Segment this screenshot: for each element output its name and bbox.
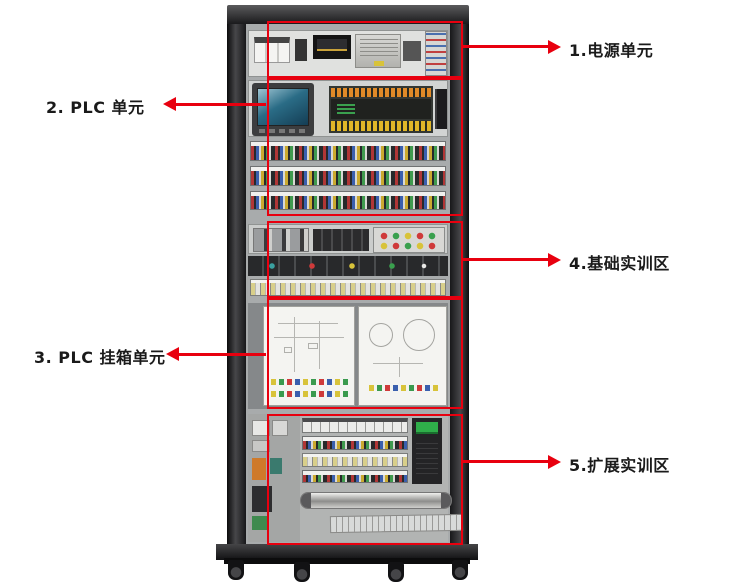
panel-button-row bbox=[271, 379, 349, 385]
relay-module bbox=[252, 440, 270, 452]
panel-button-row bbox=[369, 385, 439, 391]
plc-terminals-bottom bbox=[331, 121, 431, 131]
inverter-drive bbox=[412, 418, 442, 484]
experiment-panel-left bbox=[263, 306, 355, 406]
cabinet-left-rail bbox=[227, 24, 246, 544]
contactor-row-panel bbox=[248, 224, 448, 254]
relay-module bbox=[252, 420, 270, 436]
terminal-strip-ext-3 bbox=[302, 470, 408, 483]
cabinet-top-cap bbox=[227, 5, 469, 24]
plc-row-panel bbox=[248, 80, 448, 137]
hmi-screen bbox=[257, 88, 309, 126]
callout-plc-arrow-line bbox=[176, 103, 266, 106]
callout-hangbox-arrowhead bbox=[166, 347, 179, 361]
cylinder-cap-right bbox=[441, 493, 451, 508]
dial-diagram-large bbox=[403, 319, 435, 351]
io-module-row bbox=[302, 418, 408, 433]
callout-extended-arrowhead bbox=[548, 455, 561, 469]
schematic-line bbox=[278, 323, 338, 324]
hmi-buttons bbox=[259, 129, 307, 133]
schematic-symbol bbox=[308, 343, 318, 349]
network-switch bbox=[435, 89, 447, 129]
callout-label-basic: 4.基础实训区 bbox=[569, 254, 670, 273]
circuit-breakers bbox=[254, 37, 290, 63]
terminal-strip-row-2 bbox=[250, 166, 446, 186]
orange-module bbox=[252, 458, 266, 480]
plc-cpu-face bbox=[331, 99, 431, 119]
region-outline-plc bbox=[267, 78, 463, 216]
pushbutton-row bbox=[248, 256, 448, 276]
psu-vents bbox=[360, 39, 398, 59]
caster-wheel bbox=[452, 560, 468, 580]
region-outline-power bbox=[267, 21, 463, 78]
schematic-line bbox=[373, 363, 423, 364]
schematic-symbol bbox=[284, 347, 292, 353]
terminal-strip-row-4 bbox=[250, 279, 446, 296]
callout-basic-arrow-line bbox=[463, 258, 548, 261]
callout-label-extended: 5.扩展实训区 bbox=[569, 456, 670, 475]
callout-plc-arrowhead bbox=[163, 97, 176, 111]
drive-display bbox=[416, 422, 438, 434]
cabinet-base bbox=[216, 544, 478, 560]
hangbox-bay bbox=[248, 303, 448, 409]
contactors bbox=[253, 228, 309, 252]
aux-module bbox=[403, 41, 421, 61]
callout-power-arrow-line bbox=[463, 45, 548, 48]
callout-power-arrowhead bbox=[548, 40, 561, 54]
relay-module bbox=[272, 420, 288, 436]
callout-label-plc: 2. PLC 单元 bbox=[46, 98, 145, 117]
meter-display bbox=[317, 39, 347, 51]
psu-label-sticker bbox=[374, 61, 384, 66]
caster-wheel bbox=[228, 560, 244, 580]
panel-meter bbox=[313, 35, 351, 59]
dial-diagram-small bbox=[369, 323, 393, 347]
plc-module bbox=[329, 86, 433, 133]
cabinet-base-lower bbox=[224, 558, 470, 564]
panel-button-row bbox=[271, 391, 349, 397]
region-outline-extended bbox=[267, 414, 463, 545]
schematic-line bbox=[294, 317, 295, 372]
experiment-panel-right bbox=[358, 306, 447, 406]
plc-terminals-top bbox=[331, 88, 431, 97]
terminal-strip-ext-2 bbox=[302, 453, 408, 467]
callout-basic-arrowhead bbox=[548, 253, 561, 267]
small-relay bbox=[295, 39, 307, 61]
callout-label-hangbox: 3. PLC 挂箱单元 bbox=[34, 348, 166, 367]
terminal-strip-ext-1 bbox=[302, 436, 408, 450]
linear-cylinder bbox=[300, 492, 452, 509]
terminal-column bbox=[425, 31, 447, 76]
hmi-touchscreen bbox=[252, 83, 314, 136]
region-outline-hangbox bbox=[267, 298, 463, 409]
schematic-line bbox=[319, 321, 320, 369]
schematic-line bbox=[399, 357, 400, 377]
caster-wheel bbox=[294, 562, 310, 582]
schematic-line bbox=[274, 337, 344, 338]
green-terminal bbox=[252, 516, 268, 530]
region-outline-basic bbox=[267, 221, 463, 298]
terminal-strip-row-3 bbox=[250, 191, 446, 210]
mini-breakers bbox=[313, 229, 369, 251]
power-supply bbox=[355, 34, 401, 68]
teal-module bbox=[270, 458, 282, 474]
indicator-light-panel bbox=[373, 227, 445, 253]
component-column bbox=[248, 414, 300, 542]
extended-bay bbox=[248, 414, 464, 542]
caster-wheel bbox=[388, 562, 404, 582]
callout-hangbox-arrow-line bbox=[179, 353, 266, 356]
plc-status-leds bbox=[337, 104, 355, 114]
cylinder-cap-left bbox=[301, 493, 311, 508]
callout-extended-arrow-line bbox=[463, 460, 548, 463]
power-row-panel bbox=[248, 30, 448, 77]
callout-label-power: 1.电源单元 bbox=[569, 41, 654, 60]
terminal-strip-row-1 bbox=[250, 141, 446, 161]
drive-vents bbox=[416, 440, 438, 478]
